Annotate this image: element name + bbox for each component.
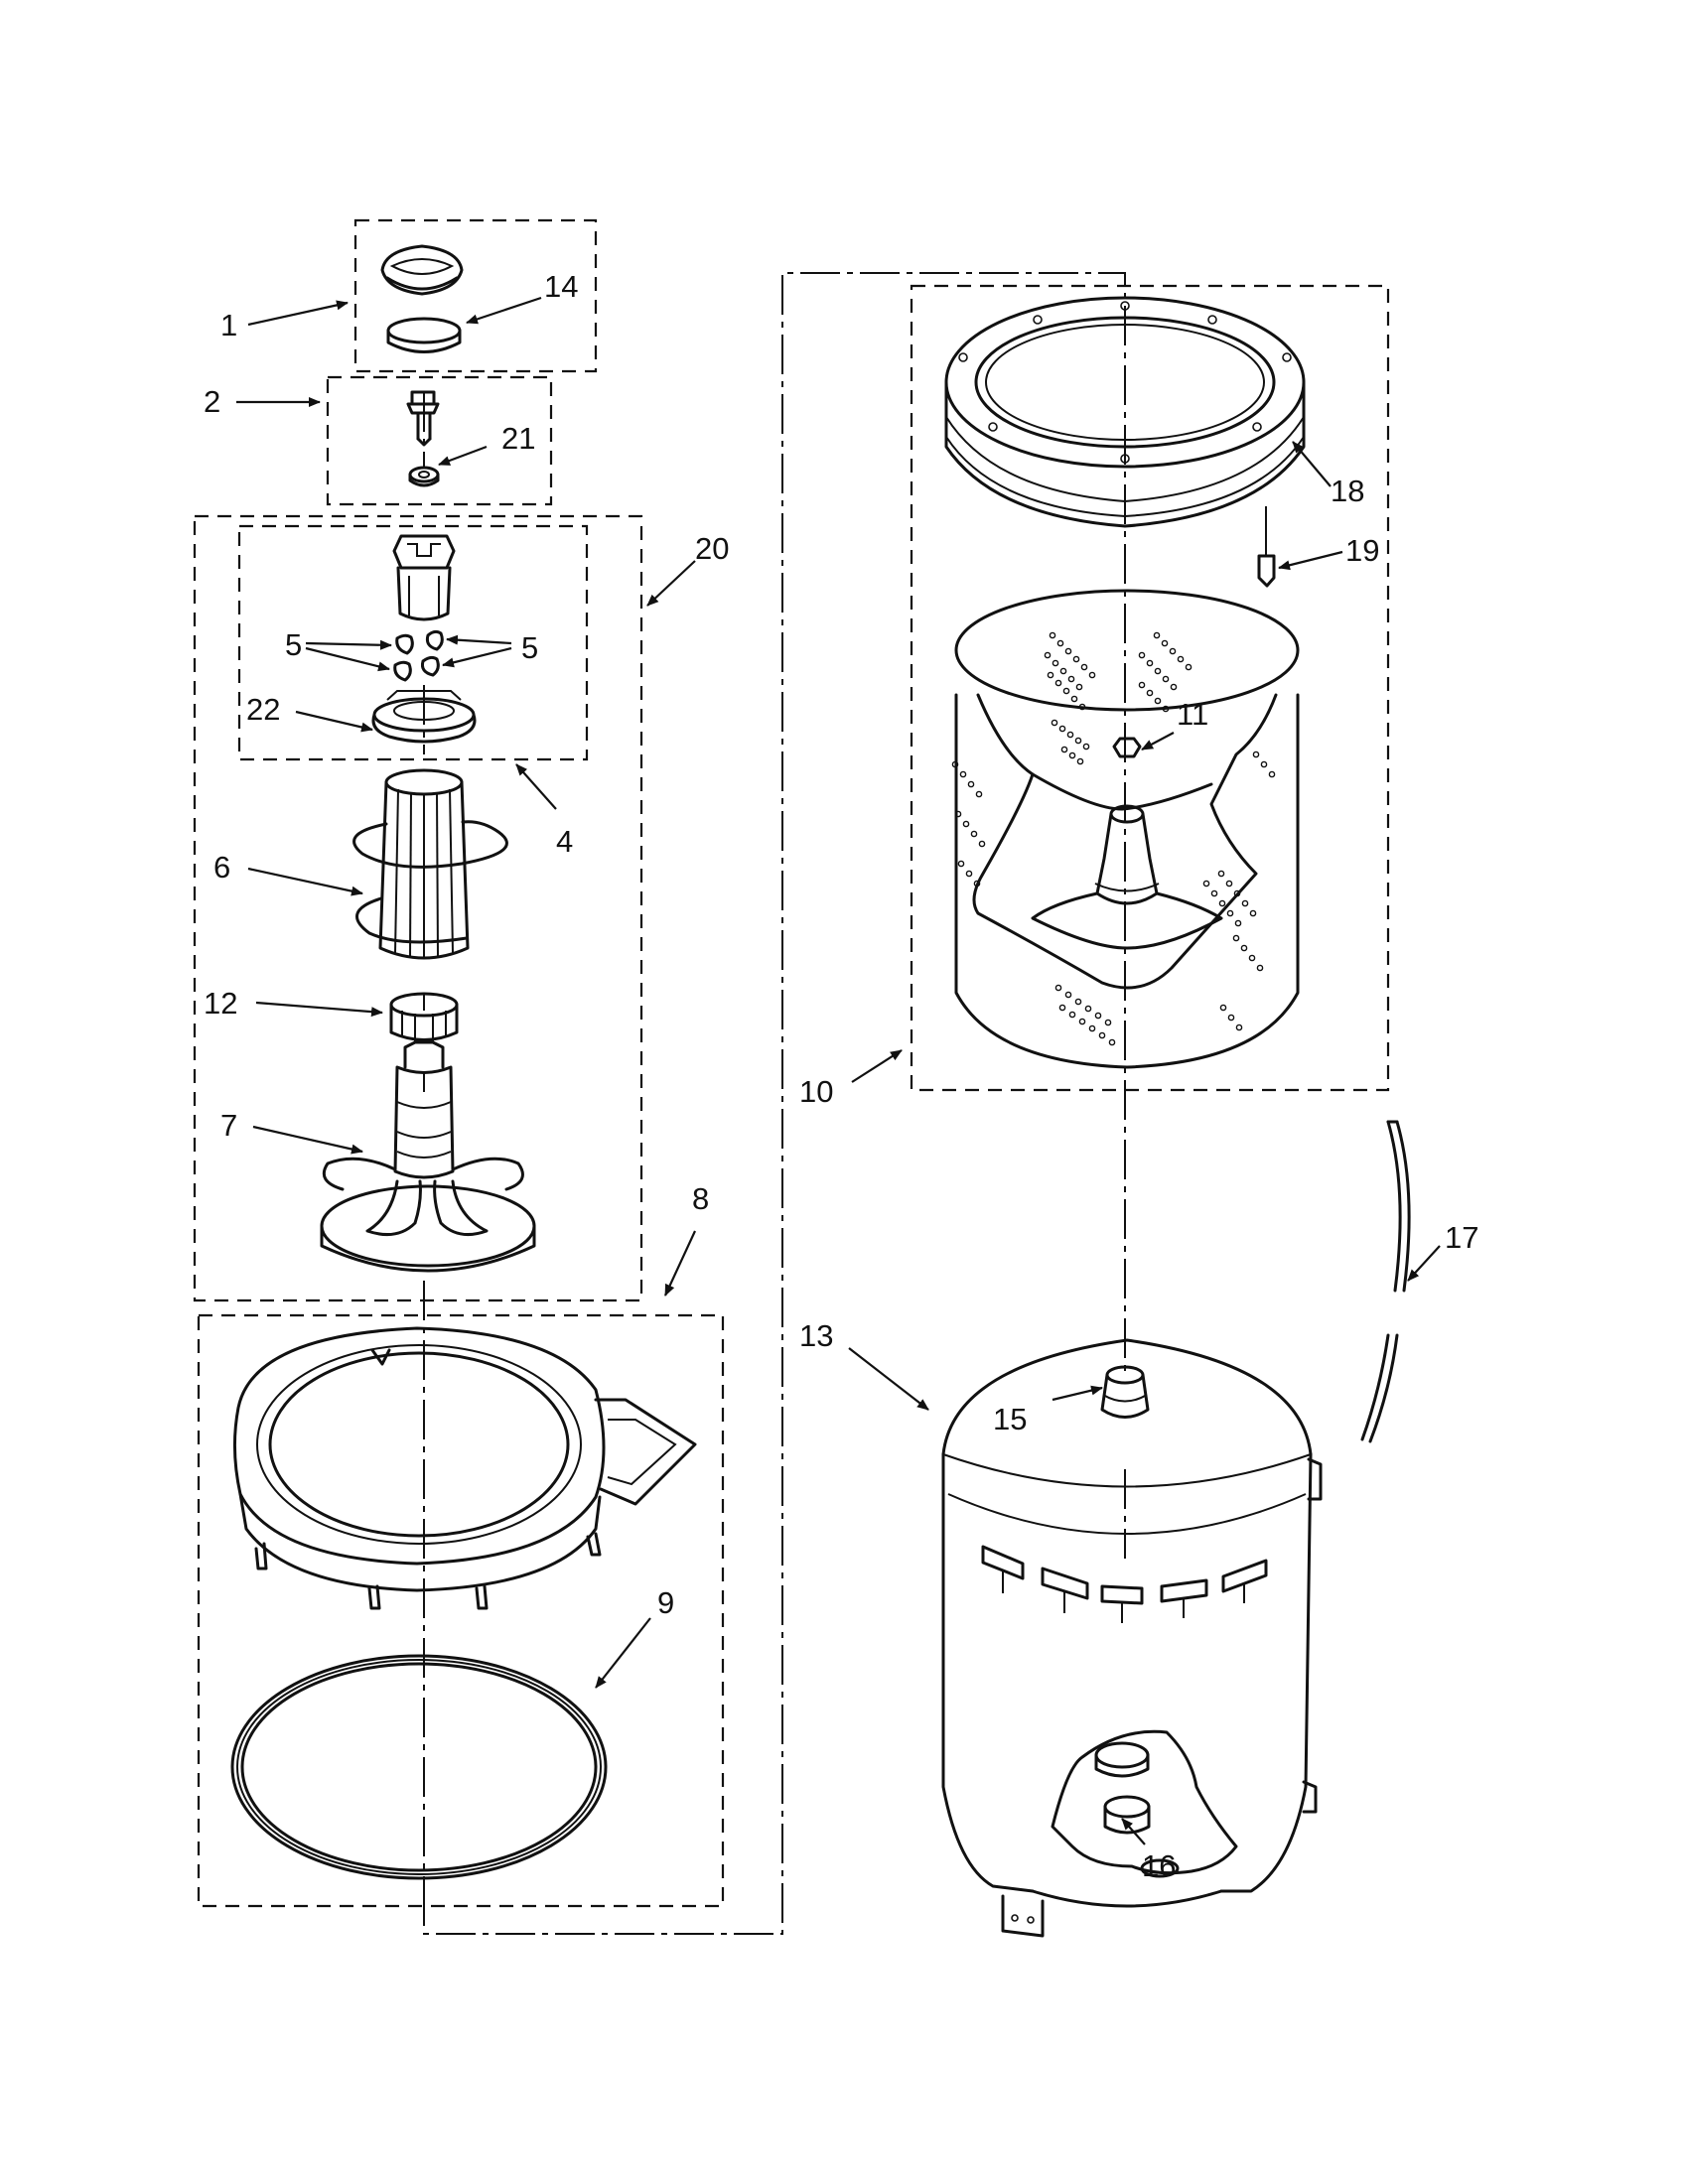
agitator-base [320,1040,536,1273]
hose [1360,1120,1411,1443]
callout-labels: 1 2 4 5 5 5 5 6 7 8 9 10 11 12 13 14 15 … [204,269,1478,1883]
outer-tub [941,1338,1323,1938]
cam-retainer [371,690,477,744]
seal-ring [386,317,462,353]
agitator-auger [352,768,508,960]
tub-bearing [1100,1365,1150,1419]
group-box-8 [197,1313,725,1908]
agitator-cam [392,534,456,621]
spin-basket [951,589,1300,1069]
callout-16: 16 [1142,1848,1176,1883]
agitator-cap [380,244,464,296]
balance-ring-clip [1257,506,1276,588]
callout-2: 2 [204,384,220,419]
tub-ring [232,1326,697,1610]
callout-5-left-a: 5 [285,627,302,662]
callout-4: 4 [556,824,573,859]
group-box-20 [193,514,643,1302]
callout-19: 19 [1345,533,1379,568]
balance-ring [944,296,1306,528]
callout-9: 9 [657,1585,674,1620]
callout-1: 1 [220,308,237,342]
group-box-2 [326,375,553,506]
callout-18: 18 [1331,474,1364,508]
group-box-10 [910,284,1390,1092]
callout-15: 15 [993,1402,1027,1436]
callout-13: 13 [799,1318,833,1353]
tub-seal [230,1654,608,1880]
leader-arrows [236,296,1441,1845]
agitator-bolt [406,390,440,447]
callout-8: 8 [692,1181,709,1216]
callout-14: 14 [544,269,578,304]
group-box-4 [237,524,589,761]
callout-11: 11 [1177,697,1208,732]
callout-10: 10 [799,1074,833,1109]
callout-20: 20 [695,531,729,566]
callout-17: 17 [1445,1220,1478,1255]
callout-6: 6 [213,850,230,885]
bolt-washer [408,466,440,487]
tub-slots [981,1545,1268,1623]
callout-12: 12 [204,986,237,1021]
callout-7: 7 [220,1108,237,1143]
callout-22: 22 [246,692,280,727]
basket-holes [951,631,1276,1046]
group-box-1 [353,218,598,373]
agitator-dogs [393,629,444,682]
auger-ratchet [389,992,459,1041]
callout-21: 21 [501,421,535,456]
callout-5-right-a: 5 [521,630,538,665]
